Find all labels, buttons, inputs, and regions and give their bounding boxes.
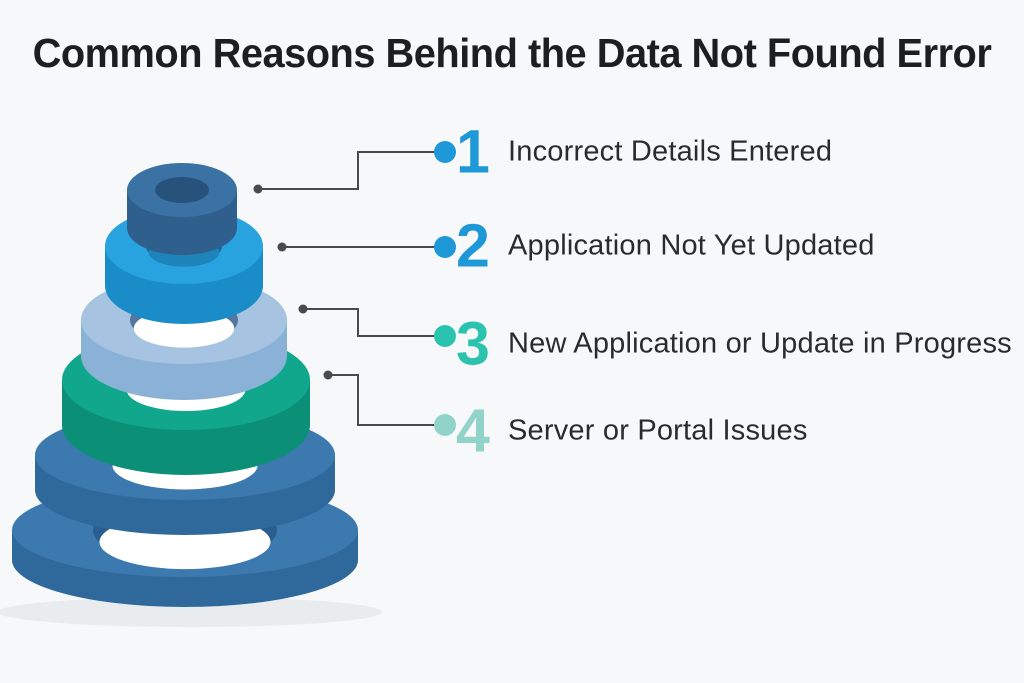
connector-line [328,374,436,426]
reason-number: 4 [456,396,490,465]
reason-label: Server or Portal Issues [508,414,808,447]
ring-1-top [127,163,237,255]
reason-item-3: 3 New Application or Update in Progress [456,309,1012,378]
reason-item-1: 1 Incorrect Details Entered [456,117,833,186]
item-number-dot [434,414,456,436]
connector-anchor-dot [298,304,308,314]
connector-anchor-dot [253,184,263,194]
connector-2 [277,236,456,258]
reason-number: 3 [456,309,490,378]
connector-1 [253,141,456,194]
connector-line [303,308,436,337]
reason-label: Application Not Yet Updated [508,229,875,262]
reason-item-4: 4 Server or Portal Issues [456,396,808,465]
item-number-dot [434,236,456,258]
connector-anchor-dot [323,370,333,380]
reason-number: 2 [456,211,490,280]
connector-line [258,151,436,190]
connector-anchor-dot [277,242,287,252]
page-title: Common Reasons Behind the Data Not Found… [32,30,992,76]
connector-3 [298,304,456,347]
reason-item-2: 2 Application Not Yet Updated [456,211,875,280]
reason-number: 1 [456,117,490,186]
item-number-dot [434,325,456,347]
item-number-dot [434,141,456,163]
pyramid-shadow [0,597,382,627]
reason-label: Incorrect Details Entered [508,135,833,168]
connector-4 [323,370,456,436]
reason-label: New Application or Update in Progress [508,327,1012,360]
